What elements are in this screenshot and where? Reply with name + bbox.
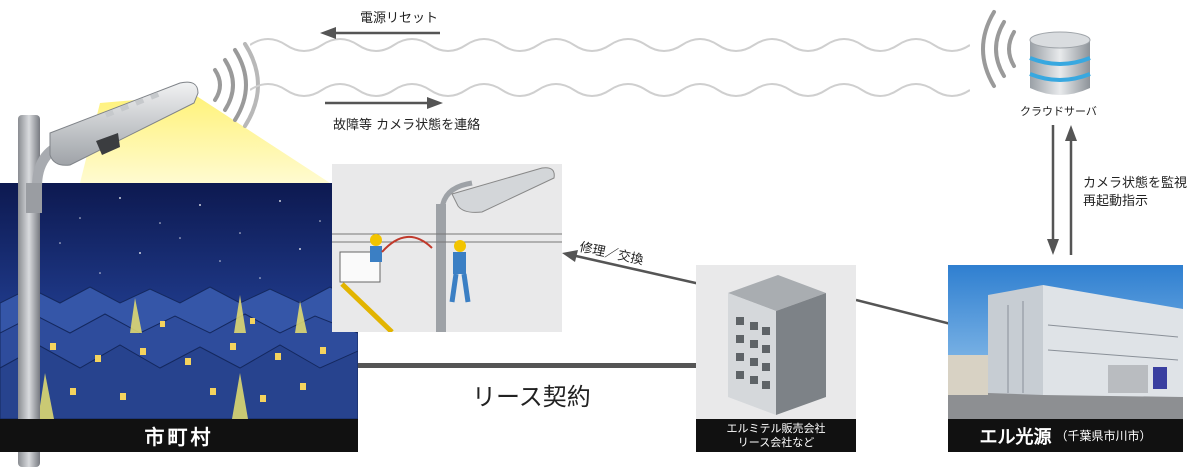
power-reset-label: 電源リセット xyxy=(360,7,438,26)
lease-contract-label: リース契約 xyxy=(472,377,591,412)
monitor-arrows xyxy=(1043,125,1083,255)
street-light-icon xyxy=(10,75,210,470)
municipality-caption: 市町村 xyxy=(0,419,358,452)
wireless-signal-icon-server xyxy=(964,8,1024,90)
hq-name: エル光源 xyxy=(979,423,1051,449)
factory-building-icon xyxy=(948,265,1183,421)
monitor-camera-label: カメラ状態を監視 xyxy=(1083,172,1187,191)
database-server-icon xyxy=(1025,30,1095,100)
hq-location: （千葉県市川市） xyxy=(1055,427,1151,444)
restart-instruction-label: 再起動指示 xyxy=(1083,190,1148,209)
sales-company-line1: エルミテル販売会社 xyxy=(727,422,826,436)
sales-company-line2: リース会社など xyxy=(738,436,814,450)
report-status-arrow xyxy=(325,96,443,110)
office-building-icon xyxy=(696,265,856,420)
communication-waves xyxy=(250,35,970,105)
maintenance-workers-icon xyxy=(332,164,562,332)
report-status-label: 故障等 カメラ状態を連絡 xyxy=(333,114,480,133)
sales-company-caption: エルミテル販売会社 リース会社など xyxy=(696,419,856,452)
power-reset-arrow xyxy=(320,26,445,40)
hq-caption: エル光源 （千葉県市川市） xyxy=(948,419,1183,452)
lease-contract-line xyxy=(358,362,696,370)
hq-to-sales-line xyxy=(856,298,951,328)
cloud-server-label: クラウドサーバ xyxy=(1020,103,1097,119)
